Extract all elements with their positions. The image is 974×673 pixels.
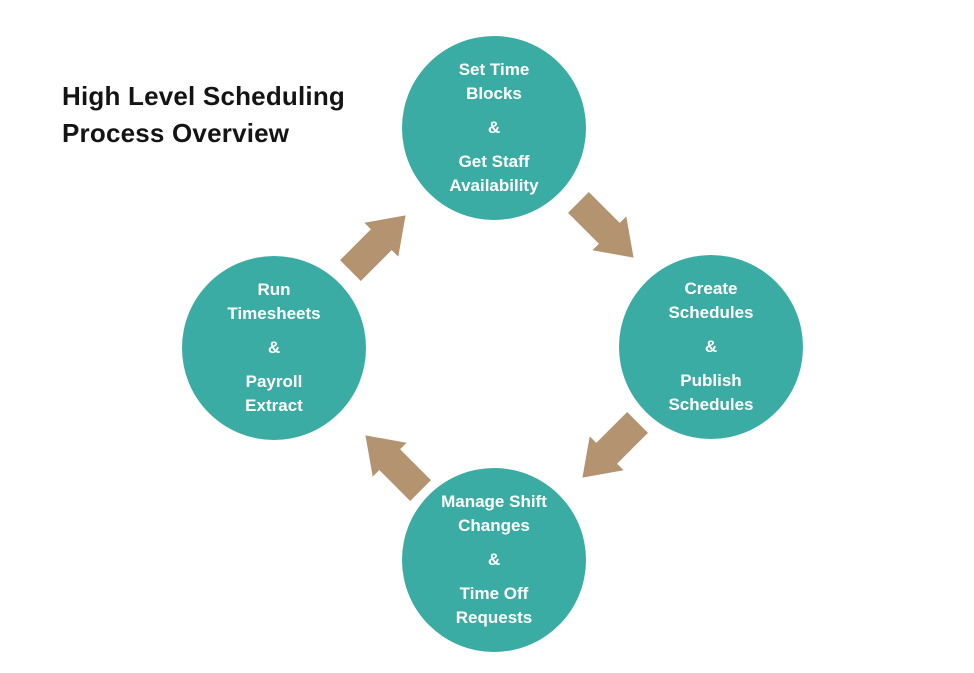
process-step-create-schedules: Create Schedules & Publish Schedules	[619, 255, 803, 439]
arrow-right-to-bottom-icon	[565, 405, 654, 494]
ampersand-connector: &	[487, 118, 501, 137]
arrow-left-to-top-icon	[333, 198, 422, 287]
process-step-label: Run Timesheets & Payroll Extract	[196, 278, 352, 418]
step-text-line: Blocks	[466, 84, 522, 103]
step-text-line: Schedules	[668, 395, 754, 414]
arrow-bottom-to-left-icon	[348, 418, 437, 507]
page-title-line-2: Process Overview	[62, 118, 290, 148]
ampersand-connector: &	[267, 338, 281, 357]
step-text-line: Get Staff	[458, 152, 530, 171]
process-step-label: Manage Shift Changes & Time Off Requests	[416, 490, 572, 630]
ampersand-connector: &	[704, 337, 718, 356]
arrow-top-to-right-icon	[561, 185, 650, 274]
step-text-line: Timesheets	[227, 304, 321, 323]
step-text-line: Payroll	[245, 372, 303, 391]
page-title-line-1: High Level Scheduling	[62, 81, 346, 111]
step-text-line: Manage Shift	[441, 492, 547, 511]
process-step-label: Create Schedules & Publish Schedules	[633, 277, 789, 417]
ampersand-connector: &	[487, 550, 501, 569]
step-text-line: Requests	[455, 608, 533, 627]
step-text-line: Publish	[680, 371, 742, 390]
process-step-run-timesheets: Run Timesheets & Payroll Extract	[182, 256, 366, 440]
step-text-line: Availability	[449, 176, 539, 195]
process-step-set-time-blocks: Set Time Blocks & Get Staff Availability	[402, 36, 586, 220]
step-text-line: Create	[684, 279, 738, 298]
step-text-line: Schedules	[668, 303, 754, 322]
step-text-line: Time Off	[459, 584, 529, 603]
page-title: High Level Scheduling Process Overview	[62, 78, 345, 152]
step-text-line: Changes	[458, 516, 530, 535]
step-text-line: Extract	[245, 396, 303, 415]
step-text-line: Set Time	[458, 60, 530, 79]
process-step-manage-shift-changes: Manage Shift Changes & Time Off Requests	[402, 468, 586, 652]
step-text-line: Run	[257, 280, 291, 299]
process-step-label: Set Time Blocks & Get Staff Availability	[416, 58, 572, 198]
